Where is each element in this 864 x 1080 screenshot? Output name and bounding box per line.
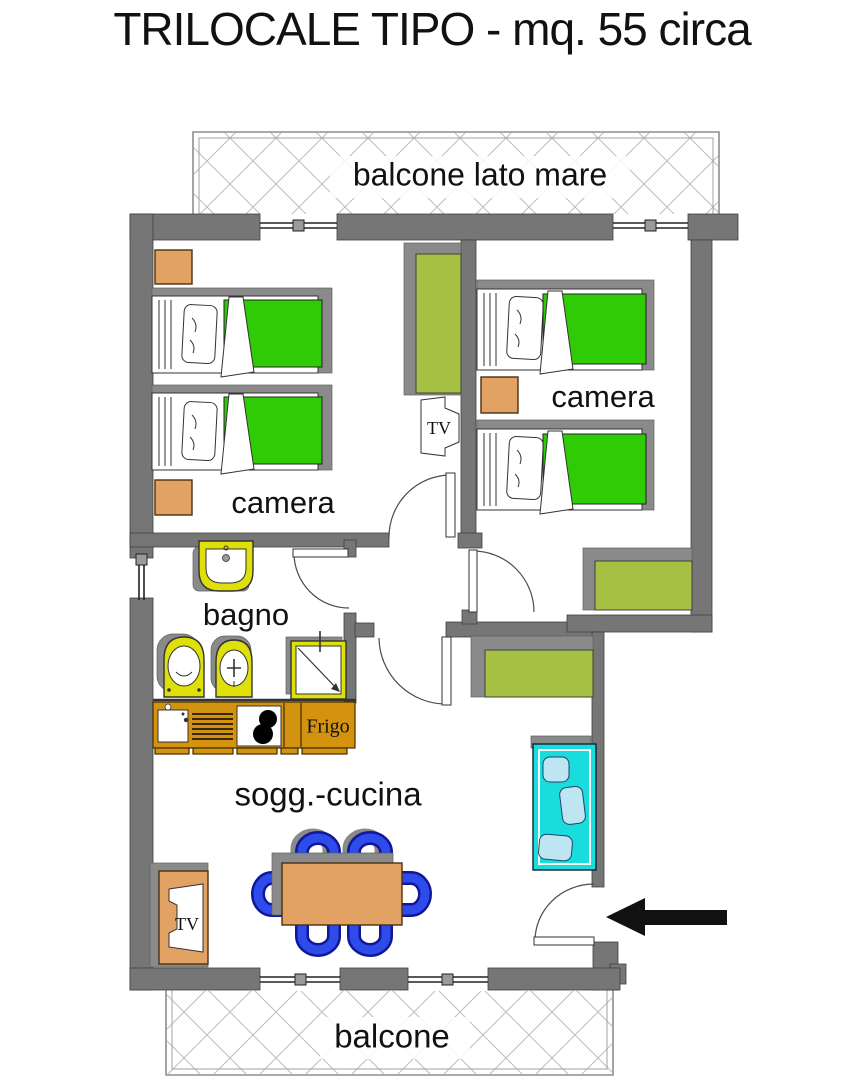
bedroom-left-label: camera [231, 485, 335, 520]
doors [292, 472, 595, 946]
wall-between-bedrooms [460, 239, 477, 537]
counter-foot [236, 747, 278, 755]
nightstand [480, 376, 519, 414]
balcony-top-label-bg [330, 156, 630, 198]
plan-title: TRILOCALE TIPO - mq. 55 circa [113, 3, 752, 55]
kitchen-sink-unit [157, 703, 189, 743]
wall-left-upper [129, 213, 154, 559]
bedroom-left: TV camera [151, 242, 462, 520]
counter-foot [154, 747, 190, 755]
window-bottom-left [260, 973, 340, 986]
chair [253, 873, 288, 915]
balcony-bottom-inner-border [171, 990, 608, 1070]
sofa-cushion [542, 756, 570, 783]
wall-bottom-a [129, 967, 261, 991]
door-bedroom-left [388, 472, 456, 538]
living-room-label: sogg.-cucina [234, 776, 422, 813]
door-entrance [533, 883, 595, 946]
dining-set [251, 828, 432, 957]
chair [349, 920, 391, 955]
balcony-bottom: balcone [165, 990, 614, 1076]
chair [349, 833, 391, 868]
sofa-cushion [538, 833, 573, 862]
cooktop [236, 705, 282, 747]
bed [151, 384, 333, 475]
bed [476, 419, 655, 515]
wall-bottom-c [487, 967, 621, 991]
sofa-cushion [559, 785, 586, 825]
window-bottom-right [408, 973, 488, 986]
tv-cabinet-living: TV [149, 862, 209, 968]
wall-left-lower [129, 597, 154, 991]
wardrobe [403, 242, 462, 396]
wall-right [690, 239, 713, 633]
chair [297, 920, 339, 955]
walls [129, 213, 739, 991]
tv-label: TV [427, 418, 451, 438]
balcony-top-inner-border [198, 137, 714, 214]
counter-foot [192, 747, 234, 755]
chair [396, 873, 430, 915]
bathroom: bagno [156, 540, 347, 700]
tv-stand-bedroom: TV [420, 396, 460, 457]
bedroom-right-label: camera [551, 379, 655, 414]
tv-label: TV [175, 914, 199, 934]
bedroom-right: camera [476, 279, 693, 611]
nightstand [154, 479, 193, 516]
balcony-top-border [192, 131, 720, 214]
wall-bedroom-right-bottom [566, 614, 713, 633]
sink [192, 540, 254, 592]
kitchen-counter: Frigo [152, 698, 356, 755]
toilet [156, 633, 205, 698]
counter-foot [301, 747, 348, 755]
balcony-top-label: balcone lato mare [353, 156, 607, 192]
chair [297, 833, 339, 868]
door-bathroom [292, 548, 350, 609]
entrance-arrow [606, 898, 727, 936]
living-room: sogg.-cucina TV [149, 735, 597, 968]
bed [476, 279, 655, 375]
balcony-bottom-border [165, 990, 614, 1076]
bed [151, 287, 333, 378]
wardrobe [582, 547, 693, 611]
bidet [210, 635, 253, 698]
wall-hall-bottom-left [354, 622, 375, 638]
counter-foot [280, 747, 299, 755]
window-left-wall [135, 553, 148, 600]
door-bedroom-right [468, 549, 535, 613]
counter-dividers [283, 703, 302, 747]
wall-middle-foot [457, 532, 483, 549]
shower [285, 631, 347, 700]
drainer [192, 713, 233, 740]
hallway-wardrobe [470, 635, 594, 698]
wall-bottom-b [339, 967, 409, 991]
windows [135, 219, 688, 986]
balcony-bottom-label: balcone [334, 1018, 450, 1055]
balcony-top: balcone lato mare [192, 131, 720, 214]
wall-bedroom-left-bottom [129, 532, 390, 548]
balcony-bottom-label-bg [320, 1017, 470, 1059]
fridge-label: Frigo [306, 716, 349, 738]
wall-top-right [687, 213, 739, 241]
dining-table [281, 862, 403, 926]
door-living-room [378, 636, 452, 706]
window-top-right [613, 219, 688, 232]
sofa [530, 735, 597, 871]
wall-top-middle [336, 213, 614, 241]
nightstand [154, 249, 193, 285]
bathroom-label: bagno [203, 597, 289, 632]
window-top-left [260, 219, 337, 232]
